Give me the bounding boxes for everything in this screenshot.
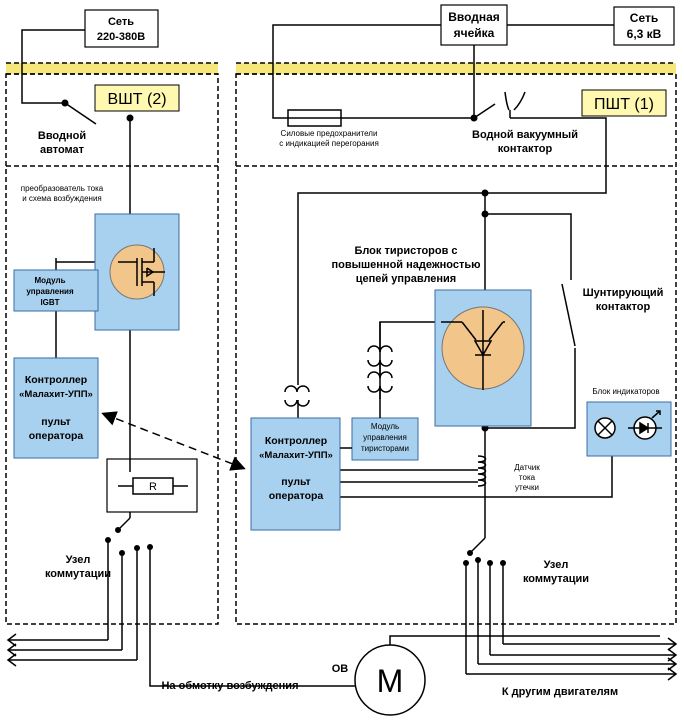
psht-cabinet xyxy=(235,73,677,625)
grid-220-line1: Сеть xyxy=(108,16,134,28)
thyristor-module: Модуль управления тиристорами xyxy=(351,417,419,461)
converter-line1: преобразователь тока xyxy=(21,184,104,193)
controller-left-line1: Контроллер xyxy=(25,374,87,386)
converter-block xyxy=(94,213,180,331)
controller-right: Контроллер «Малахит-УПП» пульт оператора xyxy=(250,417,341,531)
field-winding-label: На обмотку возбуждения xyxy=(161,680,298,692)
vacuum-contactor-line1: Водной вакуумный xyxy=(472,129,578,141)
psht-label-text: ПШТ (1) xyxy=(594,96,654,113)
controller-left-line4: оператора xyxy=(29,430,84,442)
vsht-label: ВШТ (2) xyxy=(94,84,180,112)
thyristor-block-line3: цепей управления xyxy=(356,273,456,285)
controller-left-line2: «Малахит-УПП» xyxy=(19,389,93,400)
right-output-arrows xyxy=(667,637,678,681)
grid-63-line1: Сеть xyxy=(630,11,658,25)
input-cell-line2: ячейка xyxy=(454,26,495,40)
controller-right-line2: «Малахит-УПП» xyxy=(259,450,333,461)
bypass-contactor-line1: Шунтирующий xyxy=(583,287,664,299)
cabinet-outlines xyxy=(5,73,677,625)
lamp-icon xyxy=(594,417,616,439)
controller-right-line3: пульт xyxy=(281,476,310,488)
thyristor-module-line2: управления xyxy=(363,433,407,442)
grid-63-line2: 6,3 кВ xyxy=(627,27,662,41)
thyristor-block xyxy=(434,289,532,427)
node-right-line1: Узел xyxy=(544,559,569,571)
controller-left: Контроллер «Малахит-УПП» пульт оператора xyxy=(13,357,99,459)
other-motors-label: К другим двигателям xyxy=(502,686,618,698)
motor-label: M xyxy=(377,663,404,699)
fuses-line2: с индикацией перегорания xyxy=(279,139,379,148)
psht-label: ПШТ (1) xyxy=(581,89,667,117)
input-cell-box: Вводная ячейка xyxy=(440,4,508,46)
thyristor-module-line1: Модуль xyxy=(371,422,399,431)
igbt-module-line2: управления xyxy=(26,287,74,296)
motor: M xyxy=(354,644,426,716)
thyristor-block-line2: повышенной надежностью xyxy=(331,259,480,271)
controller-left-line3: пульт xyxy=(41,416,70,428)
resistor-label: R xyxy=(149,481,157,493)
igbt-module-line3: IGBT xyxy=(40,298,59,307)
vacuum-contactor-icon xyxy=(504,91,526,118)
node-right-line2: коммутации xyxy=(523,573,589,585)
leak-sensor-line2: тока xyxy=(519,473,536,482)
thyristor-block-line1: Блок тиристоров с xyxy=(354,245,457,257)
grid-63-box: Сеть 6,3 кВ xyxy=(613,6,675,46)
fuses-line1: Силовые предохранители xyxy=(281,129,378,138)
input-breaker-line2: автомат xyxy=(40,144,85,156)
igbt-module: Модуль управления IGBT xyxy=(13,269,99,312)
node-left-line2: коммутации xyxy=(45,568,111,580)
leak-sensor-coil-icon xyxy=(477,455,487,487)
grid-220-line2: 220-380В xyxy=(97,31,145,43)
vacuum-contactor-line2: контактор xyxy=(498,143,553,155)
controller-right-line4: оператора xyxy=(269,490,324,502)
vsht-junctions xyxy=(61,99,153,556)
resistor-box: R xyxy=(106,458,198,513)
controller-link xyxy=(101,411,246,471)
input-breaker-line1: Вводной xyxy=(38,130,86,142)
grid-220-box: Сеть 220-380В xyxy=(84,9,159,48)
vsht-label-text: ВШТ (2) xyxy=(107,91,166,108)
node-left-line1: Узел xyxy=(66,554,91,566)
top-divider-band xyxy=(6,62,676,75)
transformer-icon xyxy=(284,385,310,418)
input-cell-line1: Вводная xyxy=(448,10,500,24)
thyristor-module-line3: тиристорами xyxy=(361,444,409,453)
converter-line2: и схема возбуждения xyxy=(22,194,102,203)
thyristor-icon xyxy=(441,310,505,390)
fuse-icon xyxy=(287,109,342,127)
led-icon xyxy=(628,410,662,440)
indicator-block xyxy=(586,401,672,457)
transformer-icon-2 xyxy=(367,330,393,399)
ov-label: ОВ xyxy=(332,663,349,675)
vsht-cabinet xyxy=(5,73,219,625)
bypass-contactor-line2: контактор xyxy=(596,301,651,313)
leak-sensor-line3: утечки xyxy=(515,483,539,492)
igbt-module-line1: Модуль xyxy=(35,276,66,285)
left-output-arrows xyxy=(6,633,137,667)
resistor-icon xyxy=(132,477,174,495)
controller-right-line1: Контроллер xyxy=(265,435,327,447)
psht-wiring xyxy=(272,24,676,675)
leak-sensor-line1: Датчик xyxy=(514,463,540,472)
igbt-icon xyxy=(118,248,165,296)
indicator-block-label: Блок индикаторов xyxy=(592,387,659,396)
